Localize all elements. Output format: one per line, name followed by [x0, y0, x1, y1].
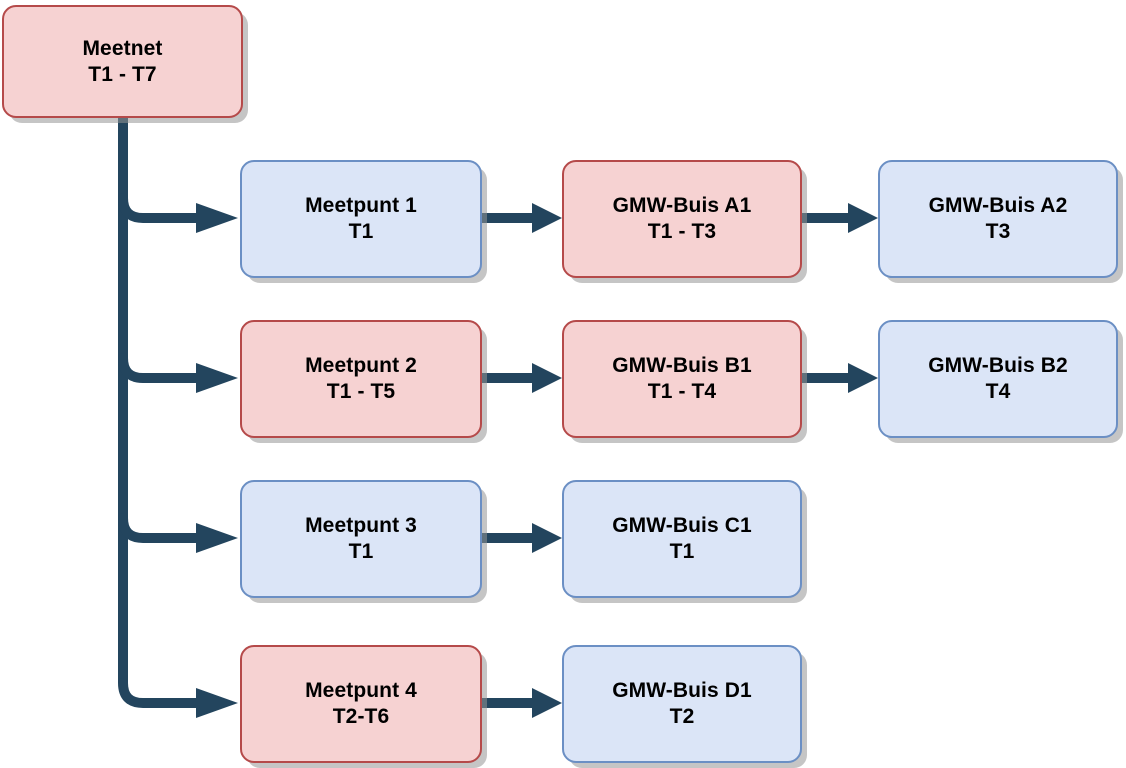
node-title: Meetnet: [82, 36, 163, 60]
node-gmw-buis-c1[interactable]: GMW-Buis C1 T1: [562, 480, 802, 598]
node-gmw-buis-a2[interactable]: GMW-Buis A2 T3: [878, 160, 1118, 278]
node-title: Meetpunt 1: [305, 194, 417, 217]
node-meetpunt-2[interactable]: Meetpunt 2 T1 - T5: [240, 320, 482, 438]
node-subtitle: T1 - T5: [326, 380, 396, 403]
node-title: GMW-Buis B2: [928, 354, 1068, 377]
node-subtitle: T2-T6: [332, 705, 390, 728]
node-subtitle: T1: [348, 220, 374, 243]
node-subtitle: T2: [669, 705, 695, 728]
node-title: Meetpunt 3: [305, 514, 417, 537]
node-meetpunt-4[interactable]: Meetpunt 4 T2-T6: [240, 645, 482, 763]
node-title: GMW-Buis C1: [612, 514, 752, 537]
node-subtitle: T3: [985, 220, 1011, 243]
node-gmw-buis-b2[interactable]: GMW-Buis B2 T4: [878, 320, 1118, 438]
node-title: GMW-Buis A2: [928, 194, 1068, 217]
node-subtitle: T1 - T3: [647, 220, 717, 243]
node-gmw-buis-a1[interactable]: GMW-Buis A1 T1 - T3: [562, 160, 802, 278]
node-meetnet[interactable]: Meetnet T1 - T7: [2, 5, 243, 118]
node-subtitle: T1 - T7: [88, 62, 157, 86]
node-title: GMW-Buis A1: [612, 194, 752, 217]
node-subtitle: T4: [985, 380, 1011, 403]
node-meetpunt-1[interactable]: Meetpunt 1 T1: [240, 160, 482, 278]
node-title: GMW-Buis B1: [612, 354, 752, 377]
node-title: Meetpunt 2: [305, 354, 417, 377]
node-subtitle: T1 - T4: [647, 380, 717, 403]
node-subtitle: T1: [348, 540, 374, 563]
node-meetpunt-3[interactable]: Meetpunt 3 T1: [240, 480, 482, 598]
node-title: GMW-Buis D1: [612, 679, 752, 702]
node-gmw-buis-d1[interactable]: GMW-Buis D1 T2: [562, 645, 802, 763]
node-subtitle: T1: [669, 540, 695, 563]
node-gmw-buis-b1[interactable]: GMW-Buis B1 T1 - T4: [562, 320, 802, 438]
node-title: Meetpunt 4: [305, 679, 417, 702]
